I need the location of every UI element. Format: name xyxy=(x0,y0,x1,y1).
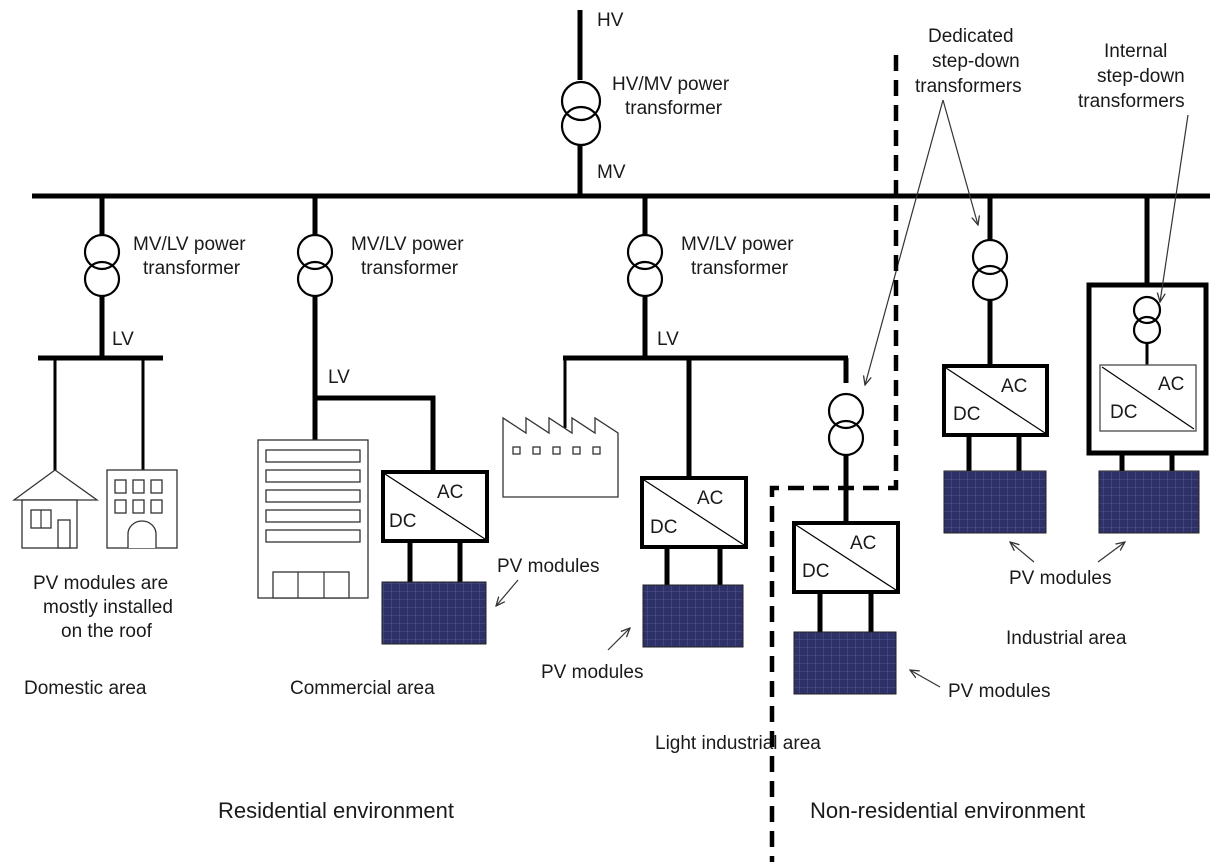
internal-label-2: step-down xyxy=(1097,66,1185,87)
dedicated-pv-panel xyxy=(793,631,897,695)
roof-note-2: mostly installed xyxy=(43,597,173,618)
commercial-transformer-label-1: MV/LV power xyxy=(351,234,464,255)
industrial-pv-panel-2 xyxy=(1098,470,1200,534)
light-industrial-pv-panel xyxy=(642,584,744,648)
house-icon xyxy=(12,469,100,549)
light-industrial-area-label: Light industrial area xyxy=(655,733,821,754)
internal-label-3: transformers xyxy=(1078,91,1185,112)
factory-icon xyxy=(502,416,619,498)
domestic-lv-label: LV xyxy=(112,329,134,350)
light-industrial-transformer-label-2: transformer xyxy=(691,258,789,279)
industrial-pv-arrow-1 xyxy=(1010,542,1035,563)
domestic-transformer-label-2: transformer xyxy=(143,258,241,279)
light-industrial-inverter: AC DC xyxy=(640,476,748,549)
commercial-inverter-ac: AC xyxy=(437,482,463,503)
hv-mv-transformer-label-2: transformer xyxy=(625,98,723,119)
light-industrial-inverter-dc: DC xyxy=(650,517,677,538)
non-residential-environment-label: Non-residential environment xyxy=(810,798,1085,823)
dedicated-label-1: Dedicated xyxy=(928,26,1014,47)
hv-mv-transformer-label-1: HV/MV power xyxy=(612,74,730,95)
commercial-inverter-dc: DC xyxy=(389,511,416,532)
dedicated-inverter-ac: AC xyxy=(850,533,876,554)
light-industrial-transformer xyxy=(626,233,664,298)
industrial-inverter-2-dc: DC xyxy=(1110,402,1137,423)
commercial-transformer-label-2: transformer xyxy=(361,258,459,279)
hv-mv-transformer xyxy=(560,80,602,147)
industrial-area-label: Industrial area xyxy=(1006,628,1127,649)
industrial-inverter-1-ac: AC xyxy=(1001,376,1027,397)
apartment-icon xyxy=(106,469,178,549)
commercial-inverter: AC DC xyxy=(381,470,489,543)
dedicated-pv-arrow xyxy=(910,670,941,688)
domestic-area-label: Domestic area xyxy=(24,678,147,699)
mv-label: MV xyxy=(597,162,626,183)
commercial-lv-branch xyxy=(315,395,436,472)
internal-arrow xyxy=(1160,114,1189,302)
commercial-pv-arrow xyxy=(496,579,519,606)
dedicated-pv-label: PV modules xyxy=(948,681,1050,702)
commercial-transformer xyxy=(296,233,334,298)
office-building-icon xyxy=(257,439,369,599)
light-industrial-transformer-label-1: MV/LV power xyxy=(681,234,794,255)
industrial-dedicated-transformer xyxy=(971,238,1009,302)
internal-step-down-transformer xyxy=(1132,295,1162,345)
domestic-transformer-label-1: MV/LV power xyxy=(133,234,246,255)
industrial-pv-panel-1 xyxy=(943,470,1047,534)
industrial-inverter-2-ac: AC xyxy=(1158,374,1184,395)
industrial-inverter-2: AC DC xyxy=(1099,364,1197,432)
light-industrial-pv-arrow xyxy=(607,628,630,651)
commercial-area-label: Commercial area xyxy=(290,678,435,699)
hv-label: HV xyxy=(597,10,624,31)
roof-note-1: PV modules are xyxy=(33,573,168,594)
industrial-pv-label: PV modules xyxy=(1009,568,1111,589)
dedicated-step-down-transformer xyxy=(827,392,865,457)
industrial-inverter-1: AC DC xyxy=(942,364,1049,437)
residential-environment-label: Residential environment xyxy=(218,798,454,823)
dedicated-arrow-1 xyxy=(865,99,944,385)
internal-label-1: Internal xyxy=(1104,41,1167,62)
commercial-lv-label: LV xyxy=(328,367,350,388)
light-industrial-lv-label: LV xyxy=(657,329,679,350)
commercial-pv-panel xyxy=(381,581,487,645)
dedicated-inverter: AC DC xyxy=(792,521,900,594)
dedicated-label-2: step-down xyxy=(932,51,1020,72)
industrial-inverter-1-dc: DC xyxy=(953,404,980,425)
industrial-pv-arrow-2 xyxy=(1097,542,1125,563)
dedicated-inverter-dc: DC xyxy=(802,561,829,582)
commercial-pv-label: PV modules xyxy=(497,556,599,577)
dedicated-label-3: transformers xyxy=(915,76,1022,97)
light-industrial-inverter-ac: AC xyxy=(697,488,723,509)
light-industrial-pv-label: PV modules xyxy=(541,662,643,683)
roof-note-3: on the roof xyxy=(61,621,153,642)
dedicated-arrow-2 xyxy=(942,99,978,225)
domestic-transformer xyxy=(83,233,121,298)
